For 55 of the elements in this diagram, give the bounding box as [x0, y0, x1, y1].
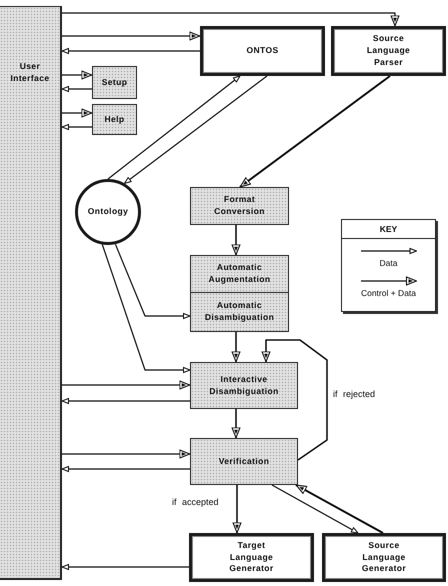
node-label: Automatic Disambiguation — [204, 300, 276, 324]
node-label: Format Conversion — [213, 194, 266, 218]
interface-panel — [0, 6, 62, 580]
node-label: Automatic Augmentation — [208, 262, 272, 286]
arrow — [272, 484, 358, 534]
arrow — [62, 466, 190, 472]
arrow — [62, 86, 92, 92]
edge-label: if accepted — [170, 496, 221, 508]
module-box — [200, 26, 325, 76]
arrow — [232, 485, 242, 534]
edge-label: if rejected — [331, 388, 378, 400]
node-label: Source Language Parser — [366, 33, 412, 69]
arrow — [62, 48, 200, 54]
module-box — [189, 533, 314, 582]
node-label: Setup — [102, 76, 128, 88]
process-box — [92, 66, 137, 99]
arrow — [239, 75, 391, 188]
arrow — [296, 484, 384, 534]
arrow — [108, 76, 240, 180]
process-box — [92, 104, 137, 135]
arrow — [62, 108, 92, 118]
legend-title: KEY — [342, 220, 435, 239]
arrow — [62, 124, 92, 130]
process-box — [190, 362, 298, 409]
arrow — [124, 76, 268, 184]
process-box — [190, 293, 289, 332]
process-box — [190, 438, 298, 485]
arrow — [62, 70, 92, 80]
node-label: Interactive Disambiguation — [208, 374, 280, 398]
arrow — [102, 244, 190, 373]
node-label: Target Language Generator — [228, 540, 275, 576]
arrow — [114, 244, 190, 319]
arrow — [62, 380, 190, 390]
module-box — [322, 533, 446, 582]
arrow — [231, 409, 241, 438]
node-label: Verification — [218, 456, 270, 468]
node-label: Source Language Generator — [360, 540, 408, 576]
arrow — [231, 332, 241, 362]
arrow — [231, 225, 241, 256]
node-label: User Interface — [9, 61, 51, 85]
arrow — [261, 339, 328, 461]
arrow — [62, 564, 189, 570]
module-box — [331, 26, 446, 76]
legend-label: Data — [380, 258, 398, 269]
process-box — [190, 187, 289, 225]
arrow — [62, 398, 190, 404]
arrow — [62, 449, 190, 459]
node-label: Help — [104, 114, 125, 126]
process-box — [190, 255, 289, 293]
node-label: ONTOS — [246, 45, 279, 57]
arrow — [62, 12, 400, 26]
arrow — [62, 31, 200, 41]
circle-node — [75, 179, 141, 245]
legend-label: Control + Data — [360, 288, 416, 299]
node-label: Ontology — [88, 206, 128, 218]
